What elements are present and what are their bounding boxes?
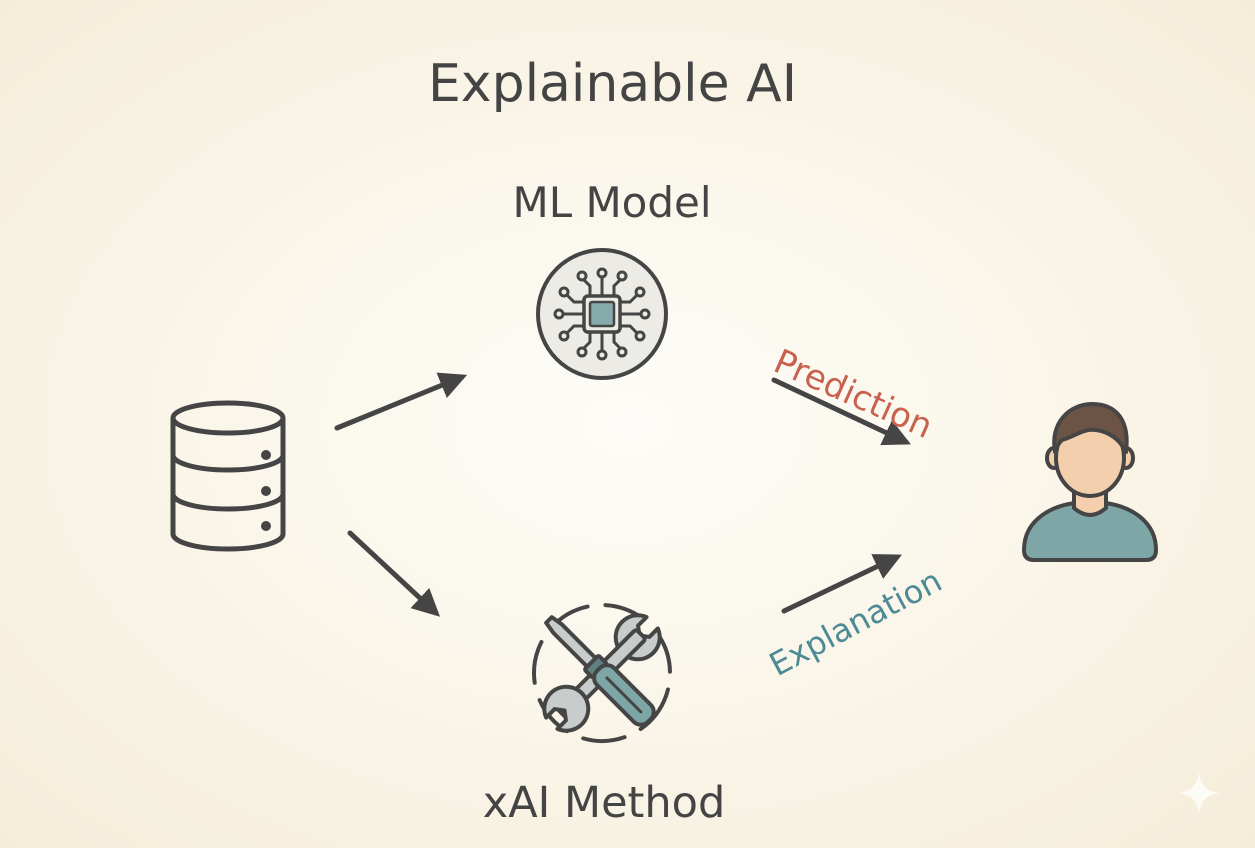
chip-icon	[536, 248, 668, 380]
sparkle-icon	[1178, 772, 1220, 814]
database-icon	[170, 400, 286, 552]
wrench-screwdriver-icon	[532, 603, 672, 743]
arrow-prediction	[771, 377, 911, 446]
arrow-data-to-model	[334, 372, 468, 431]
user-icon	[1022, 402, 1158, 562]
xai-method-label: xAI Method	[482, 778, 726, 828]
arrow-data-to-xai	[347, 530, 441, 617]
ml-model-label: ML Model	[512, 178, 712, 227]
diagram-title: Explainable AI	[427, 54, 798, 114]
arrow-explanation	[781, 554, 902, 614]
